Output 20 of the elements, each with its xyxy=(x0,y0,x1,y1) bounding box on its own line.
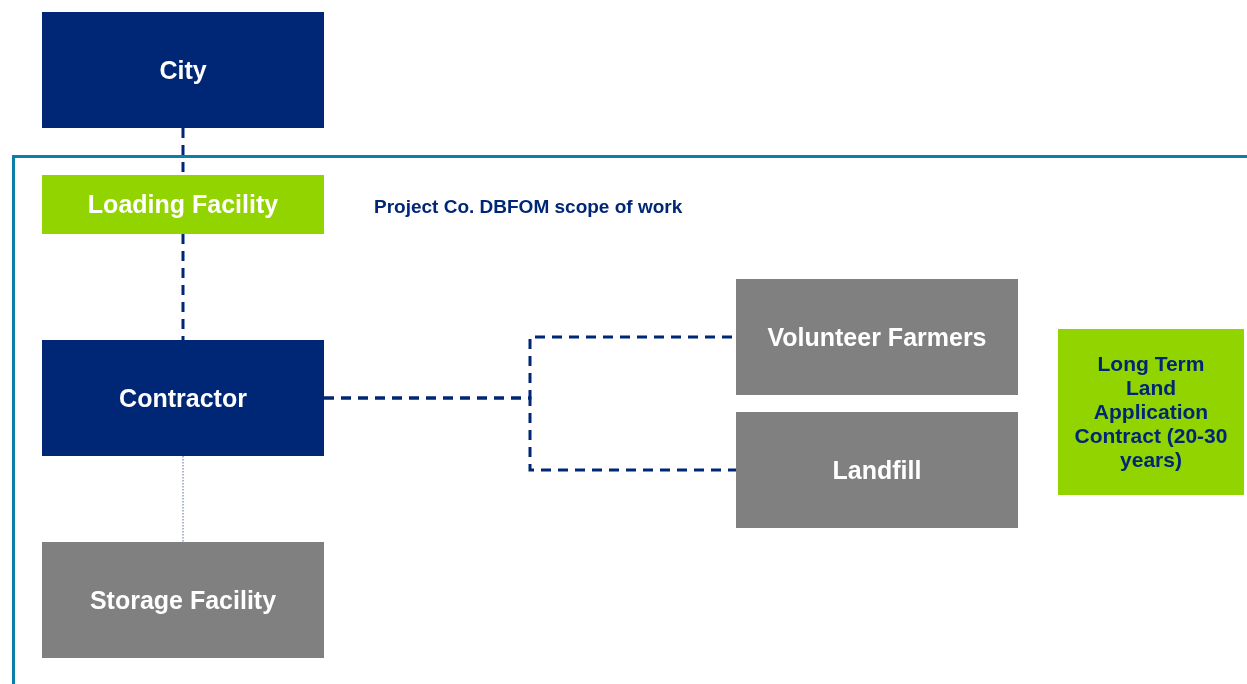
box-label: Landfill xyxy=(832,455,922,485)
box-label: Contractor xyxy=(119,383,247,413)
box-label: Storage Facility xyxy=(89,585,277,615)
connector-line xyxy=(182,455,184,543)
process-box xyxy=(42,542,324,658)
process-box xyxy=(736,412,1018,528)
contract-box xyxy=(1058,329,1244,495)
scope-frame xyxy=(12,155,1247,684)
connector-line xyxy=(181,128,185,175)
process-box xyxy=(736,279,1018,395)
box-label: City xyxy=(159,55,207,85)
connector-line xyxy=(324,396,736,472)
box-label: Loading Facility xyxy=(87,190,279,219)
process-box xyxy=(42,175,324,234)
box-label: Volunteer Farmers xyxy=(767,322,987,352)
box-label: Long Term Land Application Contract (20-30 years) xyxy=(1073,351,1229,473)
process-box xyxy=(42,340,324,456)
connector-line xyxy=(181,234,185,340)
process-box xyxy=(42,12,324,128)
scope-label: Project Co. DBFOM scope of work xyxy=(374,196,683,218)
